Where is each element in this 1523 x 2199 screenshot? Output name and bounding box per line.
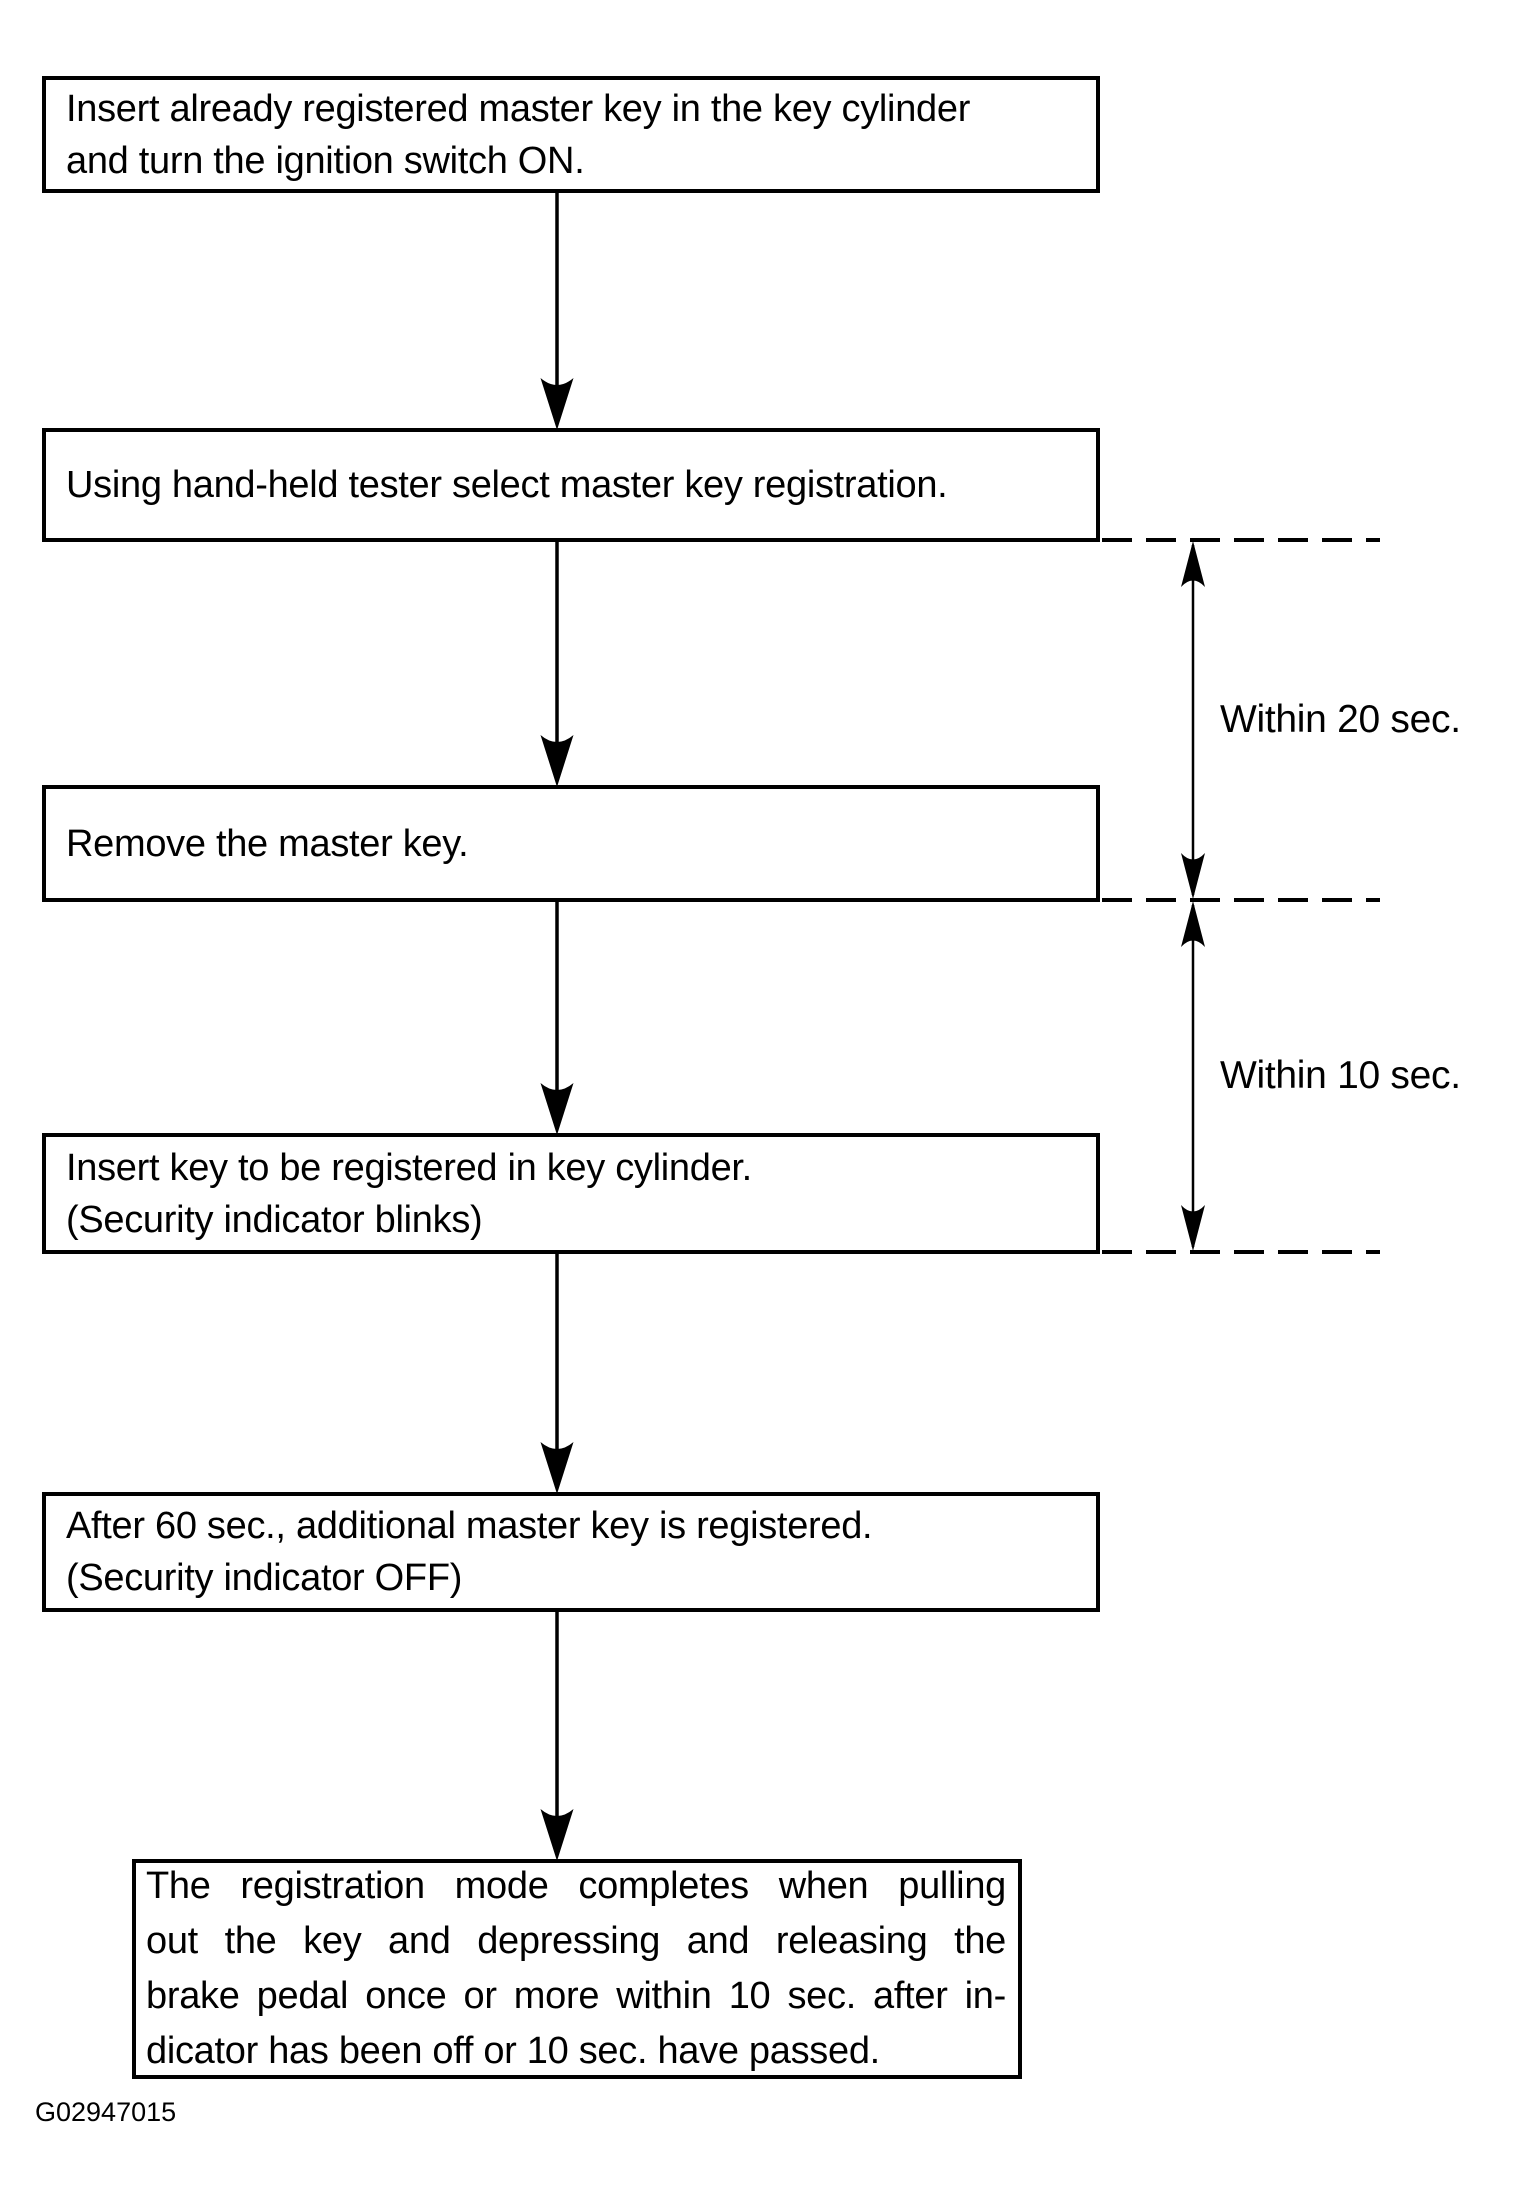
- within-20-sec-label: Within 20 sec.: [1220, 698, 1461, 741]
- flow-step-6-line-2: out the key and depressing and releasing…: [146, 1920, 1006, 1962]
- figure-id-label: G02947015: [35, 2097, 177, 2127]
- dimension-arrow-20sec: [1181, 541, 1205, 899]
- flow-step-5-line-2: (Security indicator OFF): [66, 1557, 463, 1599]
- flow-step-6-line-3: brake pedal once or more within 10 sec. …: [146, 1975, 1006, 2017]
- flow-arrow-step4-step5: [540, 1252, 574, 1494]
- flow-arrow-step5-step6: [540, 1610, 574, 1861]
- flow-step-6-box: The registration mode completes when pul…: [132, 1859, 1022, 2079]
- flow-step-1-line-1: Insert already registered master key in …: [66, 87, 971, 130]
- flow-step-4-line-2: (Security indicator blinks): [66, 1198, 483, 1241]
- flow-step-4-box: Insert key to be registered in key cylin…: [42, 1133, 1100, 1254]
- flow-step-6-line-4: dicator has been off or 10 sec. have pas…: [146, 2030, 880, 2072]
- flow-step-2-line-1: Using hand-held tester select master key…: [66, 464, 948, 506]
- flow-arrow-step1-step2: [540, 193, 574, 430]
- flow-arrow-step2-step3: [540, 540, 574, 787]
- flow-step-5-box: After 60 sec., additional master key is …: [42, 1492, 1100, 1612]
- flow-step-3-line-1: Remove the master key.: [66, 822, 469, 865]
- flow-step-4-line-1: Insert key to be registered in key cylin…: [66, 1146, 752, 1189]
- flow-step-1-line-2: and turn the ignition switch ON.: [66, 139, 585, 182]
- flow-step-2-box: Using hand-held tester select master key…: [42, 428, 1100, 542]
- flow-step-3-box: Remove the master key.: [42, 785, 1100, 902]
- flow-step-5-line-1: After 60 sec., additional master key is …: [66, 1505, 873, 1547]
- dimension-arrow-10sec: [1181, 901, 1205, 1251]
- flow-arrow-step3-step4: [540, 900, 574, 1135]
- flow-step-1-box: Insert already registered master key in …: [42, 76, 1100, 193]
- within-10-sec-label: Within 10 sec.: [1220, 1054, 1461, 1097]
- flow-step-6-line-1: The registration mode completes when pul…: [146, 1865, 1006, 1907]
